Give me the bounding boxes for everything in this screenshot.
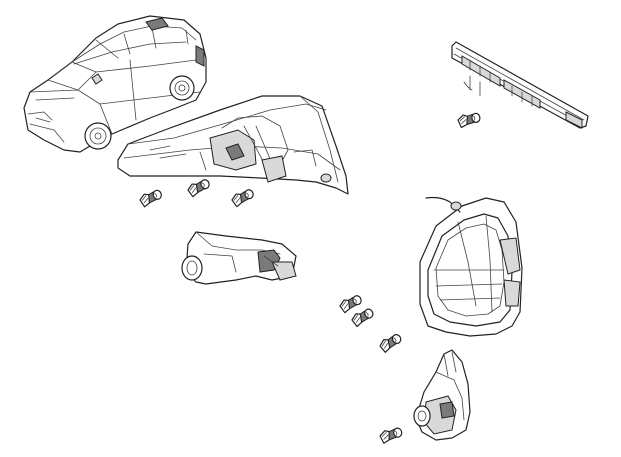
third-brake-light-icon	[451, 41, 589, 129]
wedge-bulb-icon	[229, 187, 256, 209]
wedge-bulb-icon	[378, 426, 404, 445]
wedge-bulb-icon	[337, 293, 364, 315]
wedge-bulb-icon	[377, 332, 404, 354]
side-marker-lamp-icon	[181, 231, 297, 285]
headlight-icon	[419, 196, 523, 337]
wedge-bulb-icon	[185, 177, 212, 199]
wedge-bulb-icon	[138, 188, 165, 209]
wedge-bulb-icon	[349, 306, 376, 328]
wedge-bulb-icon	[456, 111, 482, 129]
hatchback-car-icon	[23, 15, 207, 153]
fog-lamp-icon	[413, 349, 471, 441]
tail-lamp-icon	[117, 95, 349, 195]
